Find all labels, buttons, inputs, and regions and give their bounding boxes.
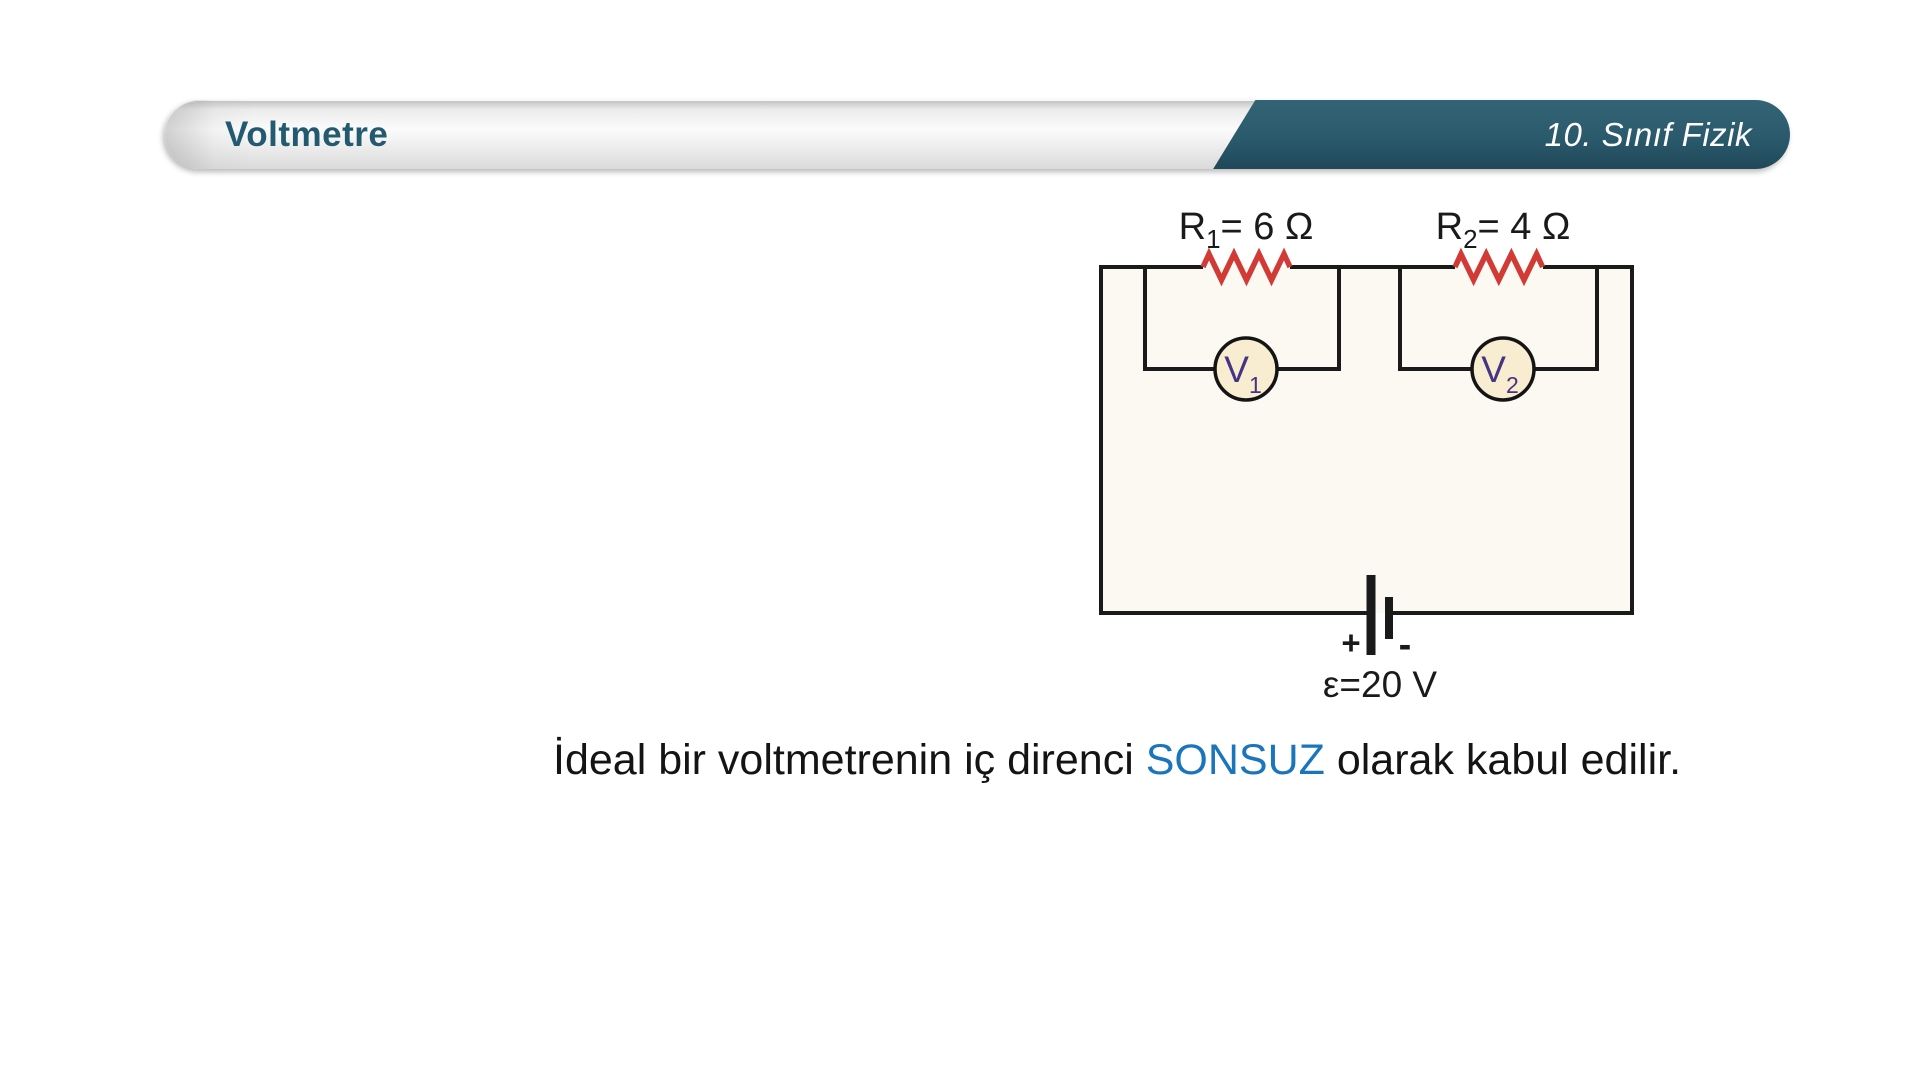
circuit-wire bbox=[1099, 265, 1634, 615]
body-text: İdeal bir voltmetrenin iç direnci SONSUZ… bbox=[553, 730, 1743, 790]
voltmeter2-icon bbox=[1470, 336, 1536, 402]
header-teal-section bbox=[1213, 100, 1790, 169]
circuit-diagram: R1= 6 Ω R2= 4 Ω V1 V2 + - ε=20 V bbox=[1095, 195, 1640, 710]
body-text-after: olarak kabul edilir. bbox=[1324, 736, 1682, 784]
resistor-r1-icon bbox=[1200, 247, 1293, 287]
voltmeter2-label: V2 bbox=[1481, 349, 1518, 398]
circuit-svg: R1= 6 Ω R2= 4 Ω V1 V2 + - ε=20 V bbox=[1099, 206, 1634, 705]
resistor-r2-label: R2= 4 Ω bbox=[1436, 206, 1571, 254]
resistor-r2-icon bbox=[1452, 247, 1546, 287]
battery-plus-sign: + bbox=[1341, 624, 1360, 661]
resistor-r1-label: R1= 6 Ω bbox=[1179, 206, 1314, 254]
body-text-before: İdeal bir voltmetrenin iç direnci bbox=[553, 736, 1146, 784]
voltmeter1-label: V1 bbox=[1224, 349, 1261, 398]
highlight-sonsuz: SONSUZ bbox=[1145, 736, 1325, 784]
page-title: Voltmetre bbox=[225, 114, 389, 154]
battery-emf-label: ε=20 V bbox=[1323, 664, 1438, 705]
battery-icon bbox=[1366, 575, 1393, 655]
header-bar: Voltmetre 10. Sınıf Fizik bbox=[165, 100, 1790, 169]
course-label: 10. Sınıf Fizik bbox=[1544, 115, 1752, 153]
voltmeter1-icon bbox=[1213, 336, 1279, 402]
circuit-panel bbox=[1101, 267, 1632, 613]
battery-minus-sign: - bbox=[1399, 624, 1412, 666]
